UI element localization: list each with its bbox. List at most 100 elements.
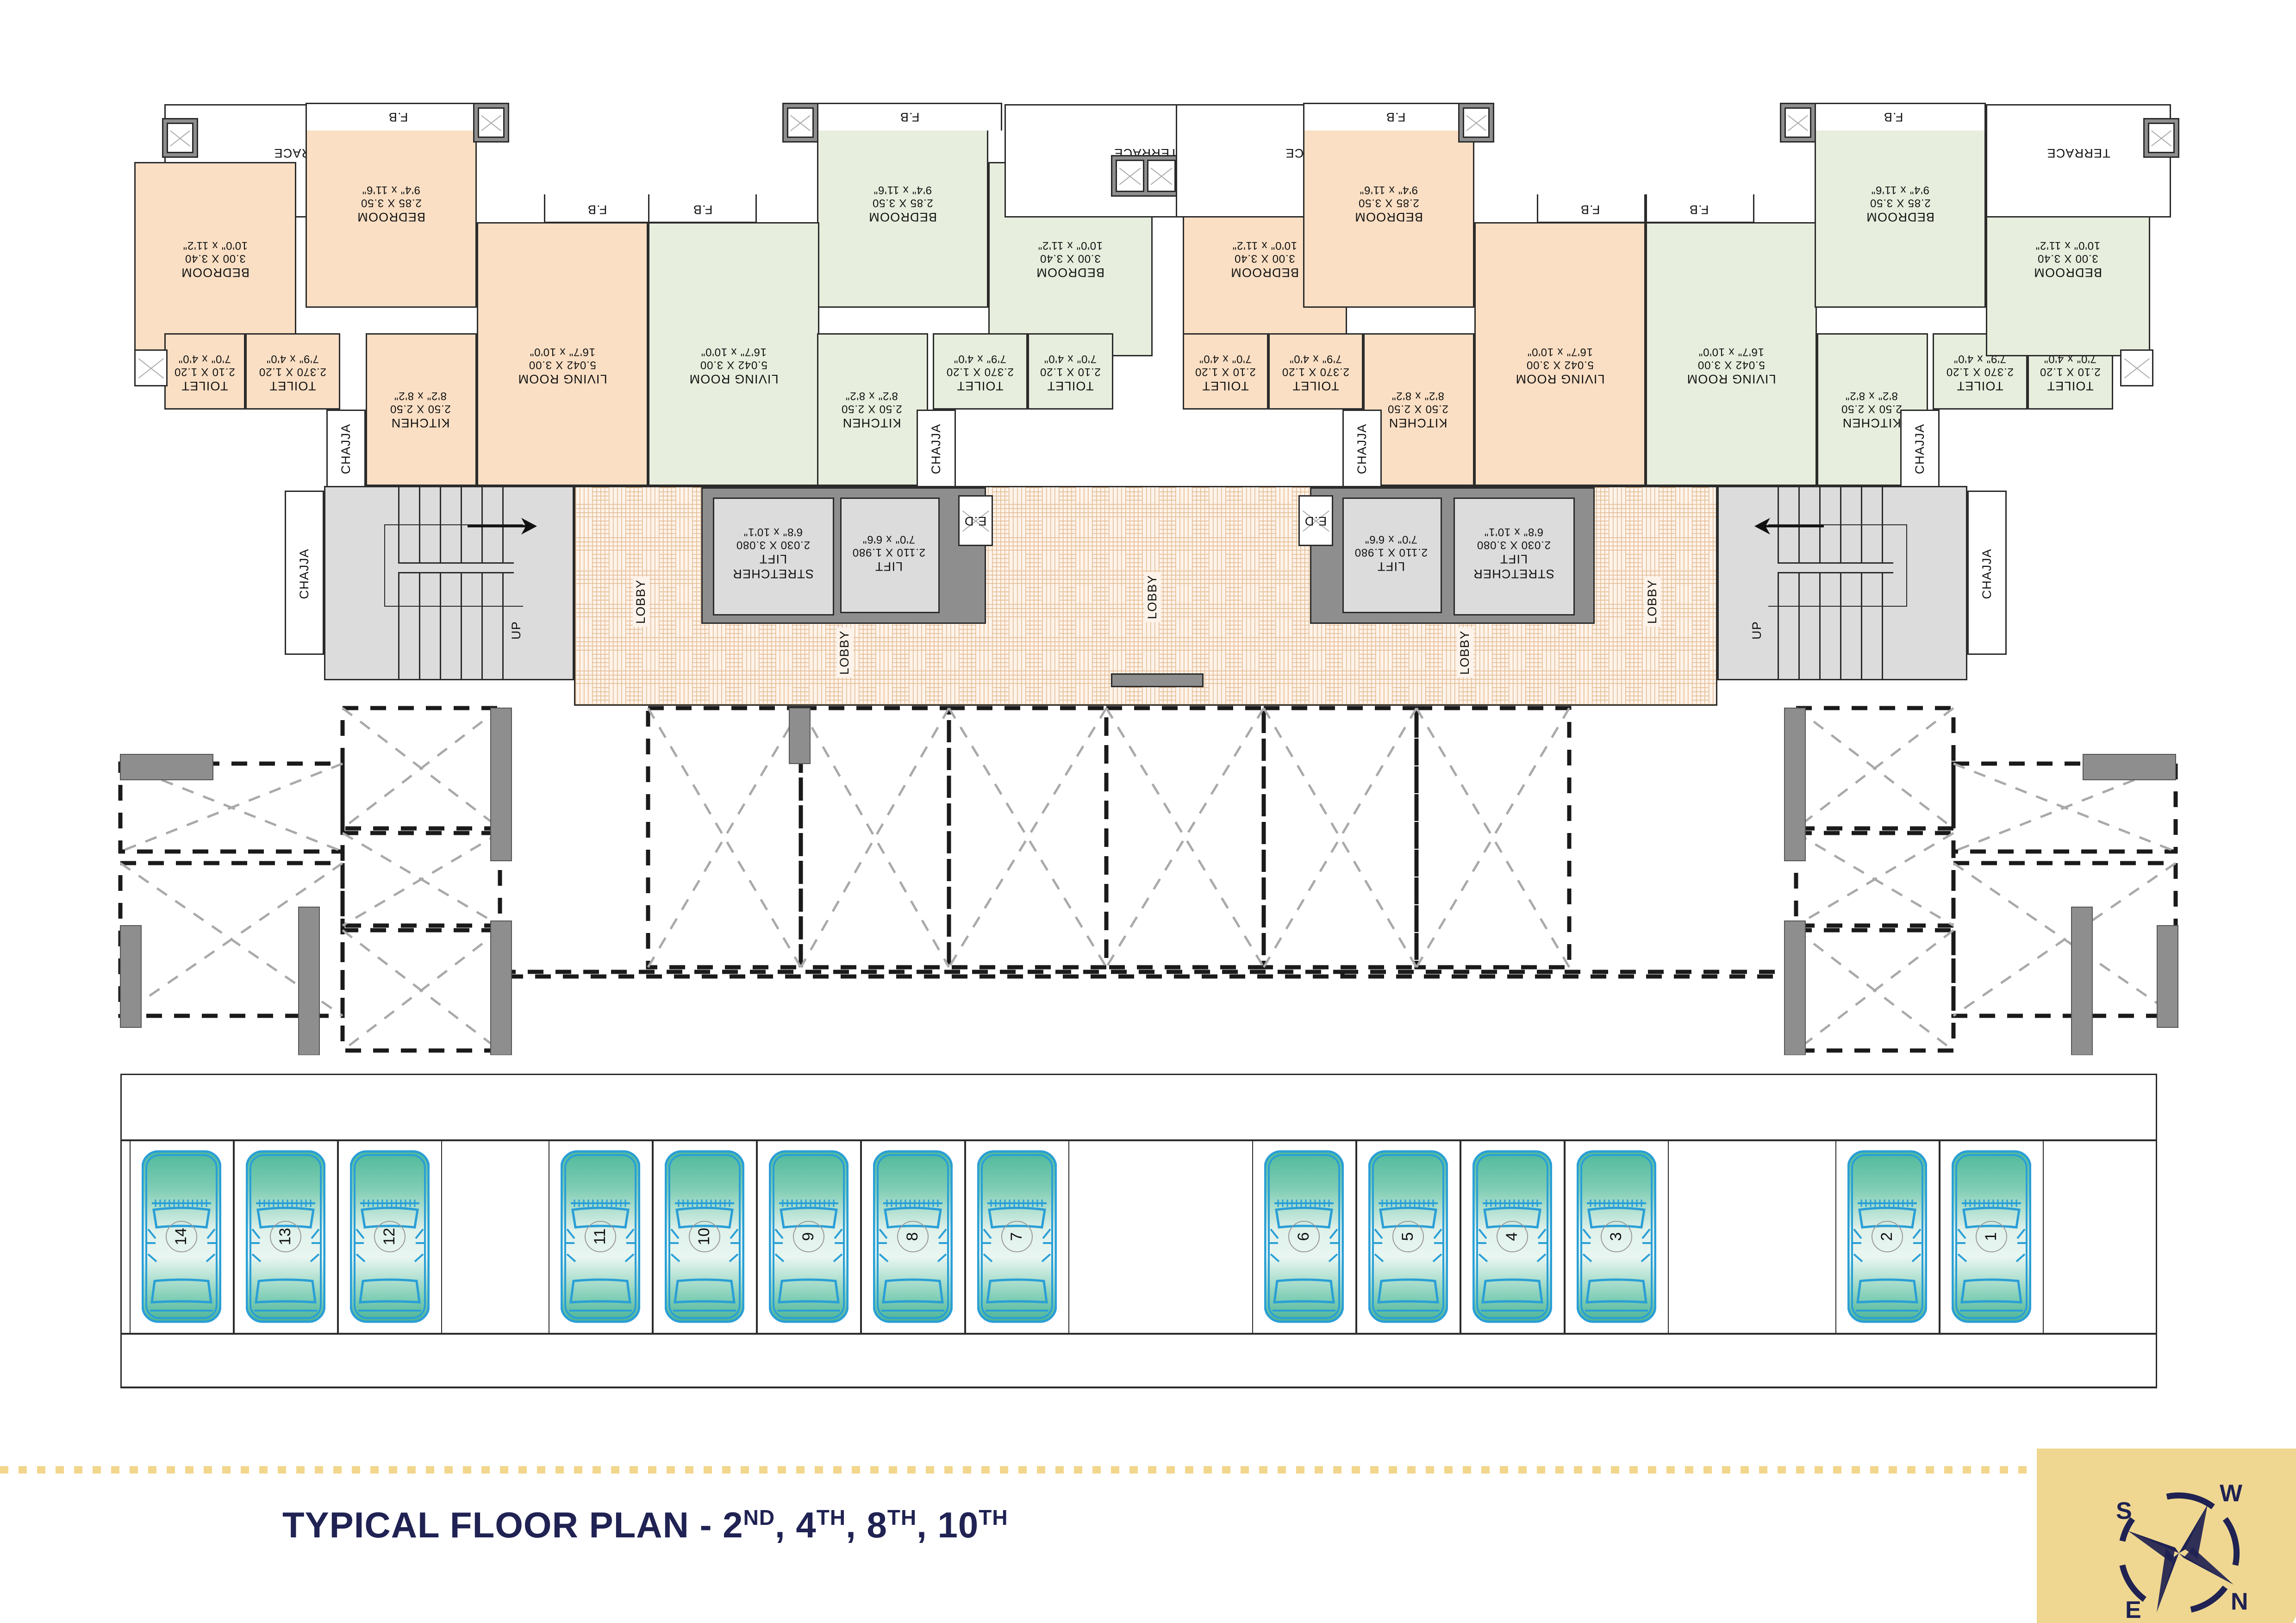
page-title: TYPICAL FLOOR PLAN - 2ND, 4TH, 8TH, 10TH	[282, 1505, 1008, 1545]
parking-car[interactable]: 3	[1576, 1148, 1657, 1325]
lobby-label-1: LOBBY	[633, 576, 649, 627]
toilet-3b-label: TOILET 2.370 X 1.20 7'9" x 4'0"	[1282, 353, 1349, 393]
chajja-6	[1967, 491, 2007, 655]
parking-car[interactable]: 13	[245, 1148, 326, 1325]
living-room-2	[648, 222, 819, 486]
parking-slot[interactable]	[338, 1139, 442, 1334]
parking-car[interactable]: 7	[977, 1148, 1057, 1325]
parking-car[interactable]: 6	[1264, 1148, 1344, 1325]
parking-slot[interactable]	[1356, 1139, 1460, 1334]
bedroom-2a-label: BEDROOM 3.00 X 3.40 10'0" x 11'2"	[1036, 239, 1104, 280]
lobby-label-3: LOBBY	[1144, 572, 1161, 622]
lift-right	[1342, 497, 1442, 613]
duct-8	[1784, 107, 1811, 138]
living-room-4-label: LIVING ROOM 5.042 X 3.00 16'7" x 10'0"	[1686, 346, 1776, 386]
bedroom-3b	[1303, 113, 1474, 308]
toilet-3b	[1268, 333, 1363, 410]
stretcher-lift-left	[713, 497, 834, 616]
parking-slot-number: 14	[166, 1221, 197, 1252]
parking-car[interactable]: 9	[768, 1148, 849, 1325]
parking-slot[interactable]	[130, 1139, 234, 1334]
lift-right-label: LIFT 2.110 X 1.980 7'0" x 6'6"	[1354, 533, 1428, 574]
lobby-label-5: LOBBY	[1644, 576, 1661, 627]
parking-car[interactable]: 2	[1847, 1148, 1928, 1325]
terrace-4-label: TERRACE	[2046, 146, 2110, 160]
toilet-2b	[933, 333, 1028, 410]
bedroom-1a-label: BEDROOM 3.00 X 3.40 10'0" x 11'2"	[181, 239, 250, 280]
toilet-2b-label: TOILET 2.370 X 1.20 7'9" x 4'0"	[946, 353, 1014, 393]
kitchen-3-label: KITCHEN 2.50 X 2.50 8'2" x 8'2"	[1387, 390, 1448, 430]
chajja-1	[326, 410, 366, 488]
parking-car[interactable]: 10	[664, 1148, 745, 1325]
compass-south-label: S	[2116, 1498, 2132, 1524]
flower-bed-4	[648, 194, 757, 223]
stair-landing-left	[398, 562, 514, 573]
below-floor-projection	[102, 703, 2194, 1056]
car-icon	[1368, 1150, 1448, 1323]
car-icon	[141, 1150, 222, 1323]
flower-bed-7	[1646, 194, 1754, 223]
bedroom-1b	[306, 113, 477, 308]
duct-7	[1463, 107, 1490, 138]
parking-slot-number: 10	[689, 1221, 720, 1252]
duct-4	[787, 107, 814, 138]
parking-slot-number: 11	[585, 1221, 616, 1252]
parking-lower-rule	[120, 1387, 2157, 1388]
parking-slot[interactable]	[757, 1139, 861, 1334]
parking-slot-number: 1	[1976, 1221, 2007, 1252]
toilet-3a-label: TOILET 2.10 X 1.20 7'0" x 4'0"	[1195, 353, 1256, 393]
parking-car[interactable]: 1	[1951, 1148, 2032, 1325]
parking-slot[interactable]	[549, 1139, 653, 1334]
flower-bed-5	[1303, 103, 1488, 131]
stretcher-lift-right-label: STRETCHER LIFT 2.030 X 3.080 6'8" x 10'1…	[1473, 526, 1554, 581]
compass-north-label: N	[2231, 1588, 2248, 1615]
bedroom-2b-label: BEDROOM 2.85 X 3.50 9'4" x 11'6"	[868, 184, 937, 224]
parking-slot-number: 9	[793, 1221, 824, 1252]
parking-slot[interactable]	[1460, 1139, 1565, 1334]
parking-slot-number: 5	[1392, 1221, 1424, 1252]
parking-car[interactable]: 4	[1472, 1148, 1553, 1325]
bedroom-3b-label: BEDROOM 2.85 X 3.50 9'4" x 11'6"	[1354, 184, 1423, 224]
parking-slot[interactable]	[1835, 1139, 1940, 1334]
car-icon	[1847, 1150, 1928, 1323]
flower-bed-3	[817, 103, 1002, 131]
flower-bed-4-label: F.B	[693, 202, 713, 217]
flower-bed-1-label: F.B	[388, 110, 408, 124]
parking-slot[interactable]	[1565, 1139, 1669, 1334]
bedroom-4a-label: BEDROOM 3.00 X 3.40 10'0" x 11'2"	[2034, 239, 2102, 280]
parking-car[interactable]: 12	[349, 1148, 430, 1325]
lobby-label-4: LOBBY	[1457, 627, 1473, 678]
parking-top-rule	[120, 1139, 2157, 1141]
parking-car[interactable]: 14	[141, 1148, 222, 1325]
lift-left-label: LIFT 2.110 X 1.980 7'0" x 6'6"	[852, 533, 926, 574]
parking-slot-number: 3	[1601, 1221, 1632, 1252]
toilet-3a	[1183, 333, 1268, 410]
parking-slot[interactable]	[965, 1139, 1069, 1334]
parking-slot[interactable]	[234, 1139, 338, 1334]
chajja-6-label: CHAJJA	[1980, 548, 1994, 599]
parking-slot[interactable]	[1252, 1139, 1356, 1334]
parking-bottom-rule	[120, 1333, 2157, 1335]
parking-slot[interactable]	[1940, 1139, 2044, 1334]
chajja-3	[1342, 410, 1382, 488]
kitchen-4-label: KITCHEN 2.50 X 2.50 8'2" x 8'2"	[1841, 390, 1902, 430]
chajja-4	[1900, 410, 1940, 488]
electric-duct-right	[1298, 495, 1333, 546]
chajja-5-label: CHAJJA	[297, 548, 312, 599]
flower-bed-5-label: F.B	[1385, 110, 1406, 124]
parking-slot[interactable]	[861, 1139, 965, 1334]
parking-car[interactable]: 11	[560, 1148, 641, 1325]
compass-east-label: E	[2125, 1597, 2141, 1623]
parking-car[interactable]: 5	[1368, 1148, 1448, 1325]
car-icon	[664, 1150, 745, 1323]
stair-treads-right	[1778, 487, 1893, 679]
flower-bed-2-label: F.B	[587, 202, 607, 217]
lobby-label-2: LOBBY	[836, 627, 853, 678]
car-icon	[873, 1150, 953, 1323]
stair-up-label-left: UP	[509, 621, 524, 640]
flower-bed-1	[306, 103, 491, 131]
chajja-4-label: CHAJJA	[1913, 423, 1927, 474]
parking-slot[interactable]	[653, 1139, 757, 1334]
parking-car[interactable]: 8	[873, 1148, 953, 1325]
electric-duct-left-label: E.D	[964, 514, 987, 528]
